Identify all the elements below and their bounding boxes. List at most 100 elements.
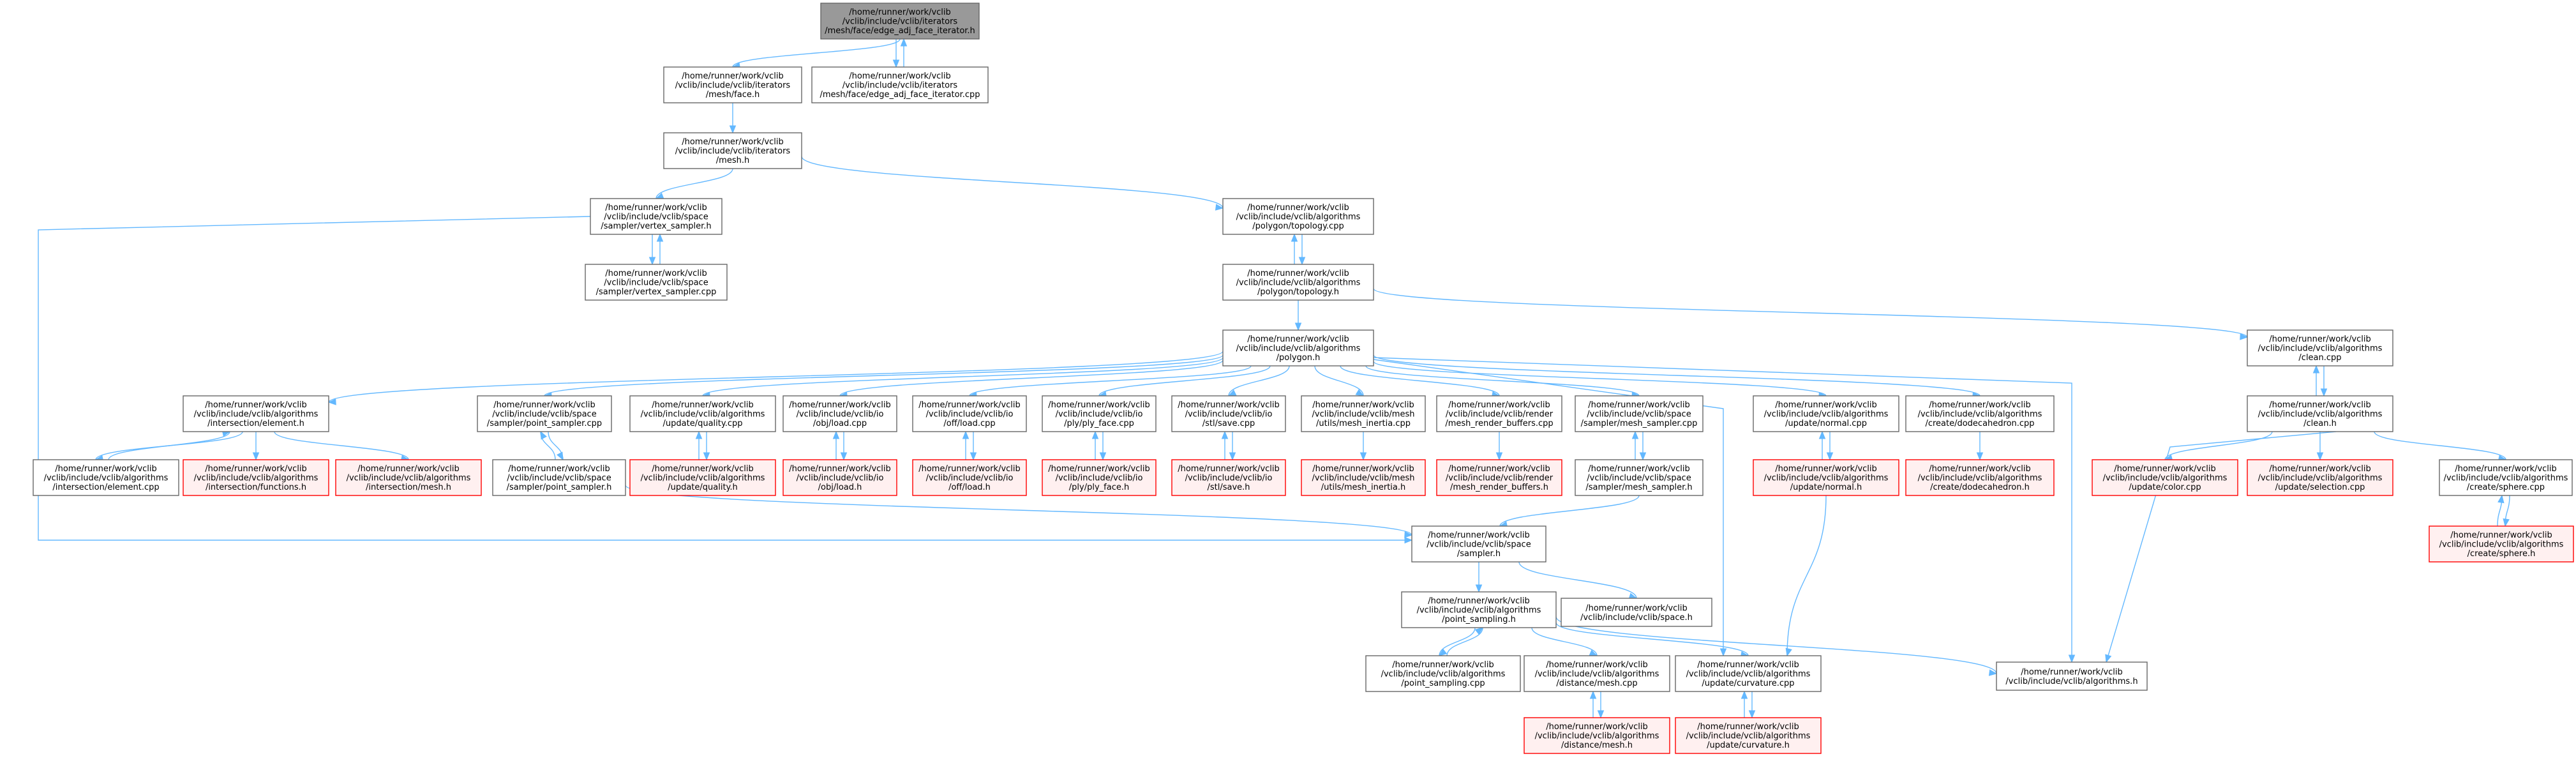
file-node-box[interactable] [1365,655,1521,692]
file-node-box[interactable] [335,459,482,496]
file-node-box[interactable] [2247,329,2393,366]
file-node[interactable]: /home/runner/work/vclib/vclib/include/vc… [1365,655,1521,692]
file-node-box[interactable] [1675,717,1822,754]
file-node[interactable]: /home/runner/work/vclib/vclib/include/vc… [1042,459,1157,496]
file-node[interactable]: /home/runner/work/vclib/vclib/include/vc… [1753,395,1899,432]
file-node[interactable]: /home/runner/work/vclib/vclib/include/vc… [1436,395,1562,432]
file-node[interactable]: /home/runner/work/vclib/vclib/include/vc… [33,459,179,496]
file-node[interactable]: /home/runner/work/vclib/vclib/include/vc… [1675,717,1822,754]
file-node[interactable]: /home/runner/work/vclib/vclib/include/vc… [2439,459,2573,496]
file-node-box[interactable] [1222,198,1374,235]
file-node-box[interactable] [1575,459,1704,496]
file-node[interactable]: /home/runner/work/vclib/vclib/include/vc… [783,395,897,432]
file-node[interactable]: /home/runner/work/vclib/vclib/include/vc… [1575,459,1704,496]
file-node-box[interactable] [663,66,802,103]
file-node-box[interactable] [820,3,980,40]
file-node[interactable]: /home/runner/work/vclib/vclib/include/vc… [590,198,723,235]
file-node-box[interactable] [2247,459,2393,496]
file-node[interactable]: /home/runner/work/vclib/vclib/include/vc… [783,459,897,496]
file-node-box[interactable] [1753,395,1899,432]
file-node-box[interactable] [629,459,776,496]
file-node-box[interactable] [492,459,626,496]
file-node[interactable]: /home/runner/work/vclib/vclib/include/vc… [1401,591,1557,628]
file-node-box[interactable] [33,459,179,496]
file-node-box[interactable] [1524,655,1670,692]
file-node[interactable]: /home/runner/work/vclib/vclib/include/vc… [2247,395,2393,432]
file-node[interactable]: /home/runner/work/vclib/vclib/include/vc… [912,459,1027,496]
file-node-box[interactable] [1575,395,1704,432]
file-node-box[interactable] [1996,661,2148,691]
file-node-box[interactable] [811,66,989,103]
file-node-box[interactable] [1042,395,1157,432]
file-node-box[interactable] [1905,395,2055,432]
file-node[interactable]: /home/runner/work/vclib/vclib/include/vc… [663,66,802,103]
file-node[interactable]: /home/runner/work/vclib/vclib/include/vc… [912,395,1027,432]
file-node-box[interactable] [2247,395,2393,432]
file-node[interactable]: /home/runner/work/vclib/vclib/include/vc… [1222,264,1374,301]
file-node-box[interactable] [1042,459,1157,496]
file-node[interactable]: /home/runner/work/vclib/vclib/include/vc… [1171,459,1286,496]
file-node[interactable]: /home/runner/work/vclib/vclib/include/vc… [629,395,776,432]
file-node[interactable]: /home/runner/work/vclib/vclib/include/vc… [1996,661,2148,691]
file-node[interactable]: /home/runner/work/vclib/vclib/include/vc… [1575,395,1704,432]
file-node[interactable]: /home/runner/work/vclib/vclib/include/vc… [1222,198,1374,235]
file-node-box[interactable] [912,459,1027,496]
file-node[interactable]: /home/runner/work/vclib/vclib/include/vc… [1301,395,1426,432]
file-node[interactable]: /home/runner/work/vclib/vclib/include/vc… [2247,329,2393,366]
file-node[interactable]: /home/runner/work/vclib/vclib/include/vc… [183,459,329,496]
file-node-box[interactable] [2092,459,2238,496]
file-node-box[interactable] [663,132,802,169]
file-node-box[interactable] [183,459,329,496]
file-node[interactable]: /home/runner/work/vclib/vclib/include/vc… [2247,459,2393,496]
file-node[interactable]: /home/runner/work/vclib/vclib/include/vc… [335,459,482,496]
file-node[interactable]: /home/runner/work/vclib/vclib/include/vc… [2092,459,2238,496]
file-node-box[interactable] [585,264,728,301]
file-node[interactable]: /home/runner/work/vclib/vclib/include/vc… [1222,329,1374,366]
file-node-box[interactable] [1675,655,1822,692]
file-node-box[interactable] [629,395,776,432]
file-node-box[interactable] [1411,525,1546,563]
file-node-box[interactable] [1436,459,1562,496]
file-node[interactable]: /home/runner/work/vclib/vclib/include/vc… [820,3,980,40]
file-node[interactable]: /home/runner/work/vclib/vclib/include/vc… [2429,525,2574,563]
file-node[interactable]: /home/runner/work/vclib/vclib/include/vc… [1301,459,1426,496]
file-node-box[interactable] [2439,459,2573,496]
file-node[interactable]: /home/runner/work/vclib/vclib/include/vc… [477,395,612,432]
file-node[interactable]: /home/runner/work/vclib/vclib/include/vc… [1905,395,2055,432]
file-node-box[interactable] [1401,591,1557,628]
file-node-box[interactable] [783,459,897,496]
file-node[interactable]: /home/runner/work/vclib/vclib/include/vc… [1042,395,1157,432]
file-node-box[interactable] [1436,395,1562,432]
file-node-box[interactable] [1301,395,1426,432]
file-node[interactable]: /home/runner/work/vclib/vclib/include/vc… [629,459,776,496]
file-node-box[interactable] [1753,459,1899,496]
file-node-box[interactable] [1222,264,1374,301]
file-node-box[interactable] [477,395,612,432]
file-node[interactable]: /home/runner/work/vclib/vclib/include/vc… [1524,655,1670,692]
file-node[interactable]: /home/runner/work/vclib/vclib/include/vc… [492,459,626,496]
file-node-box[interactable] [1905,459,2055,496]
file-node-box[interactable] [1524,717,1670,754]
file-node[interactable]: /home/runner/work/vclib/vclib/include/vc… [183,395,329,432]
file-node[interactable]: /home/runner/work/vclib/vclib/include/vc… [811,66,989,103]
file-node[interactable]: /home/runner/work/vclib/vclib/include/vc… [1753,459,1899,496]
file-node[interactable]: /home/runner/work/vclib/vclib/include/vc… [663,132,802,169]
file-node-box[interactable] [783,395,897,432]
file-node[interactable]: /home/runner/work/vclib/vclib/include/vc… [1561,598,1712,627]
file-node-box[interactable] [1171,395,1286,432]
file-node[interactable]: /home/runner/work/vclib/vclib/include/vc… [1436,459,1562,496]
file-node[interactable]: /home/runner/work/vclib/vclib/include/vc… [1411,525,1546,563]
file-node-box[interactable] [1171,459,1286,496]
file-node-box[interactable] [183,395,329,432]
file-node[interactable]: /home/runner/work/vclib/vclib/include/vc… [585,264,728,301]
file-node[interactable]: /home/runner/work/vclib/vclib/include/vc… [1905,459,2055,496]
file-node[interactable]: /home/runner/work/vclib/vclib/include/vc… [1524,717,1670,754]
file-node-box[interactable] [1301,459,1426,496]
file-node[interactable]: /home/runner/work/vclib/vclib/include/vc… [1171,395,1286,432]
file-node-box[interactable] [1561,598,1712,627]
file-node-box[interactable] [912,395,1027,432]
file-node[interactable]: /home/runner/work/vclib/vclib/include/vc… [1675,655,1822,692]
file-node-box[interactable] [590,198,723,235]
file-node-box[interactable] [2429,525,2574,563]
file-node-box[interactable] [1222,329,1374,366]
